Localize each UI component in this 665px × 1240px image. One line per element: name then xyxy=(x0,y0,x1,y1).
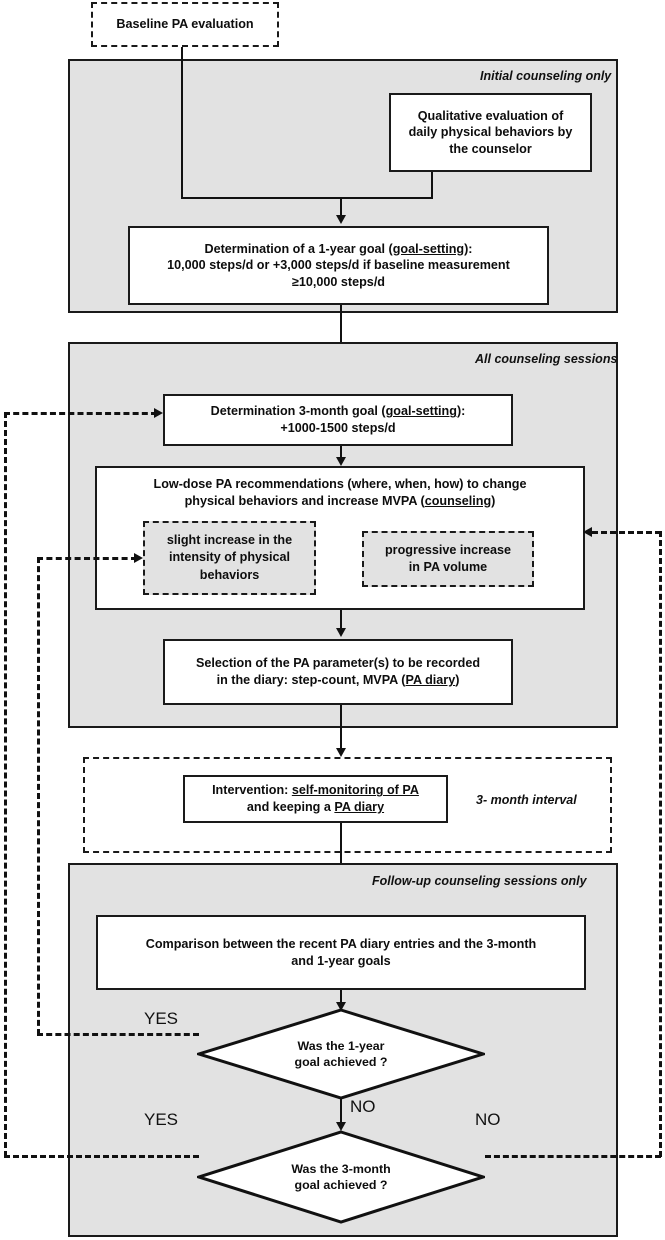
feedback-three-month-no-vertical xyxy=(659,531,662,1157)
baseline-pa-evaluation-box: Baseline PA evaluation xyxy=(91,2,279,47)
slight-intensity-increase-box: slight increase in the intensity of phys… xyxy=(143,521,316,595)
intensity-line-1: slight increase in the xyxy=(166,533,293,548)
panel-all-counseling-title: All counseling sessions xyxy=(475,352,618,366)
decision-one-year-line-1: Was the 1-year xyxy=(297,1038,385,1053)
connector-decision-1-no-to-decision-2 xyxy=(340,1098,342,1124)
decision-three-month-goal: Was the 3-month goal achieved ? xyxy=(197,1130,485,1224)
intervention-line-2: and keeping a PA diary xyxy=(246,800,385,814)
connector-baseline-down xyxy=(181,47,183,199)
one-year-goal-box: Determination of a 1-year goal (goal-set… xyxy=(128,226,549,305)
feedback-one-year-yes-vertical xyxy=(37,557,40,1035)
panel-followup-counseling-title: Follow-up counseling sessions only xyxy=(372,874,587,888)
progressive-pa-volume-box: progressive increase in PA volume xyxy=(362,531,534,587)
volume-line-1: progressive increase xyxy=(384,542,511,557)
decision-three-month-yes-label: YES xyxy=(144,1110,179,1129)
intervention-box: Intervention: self-monitoring of PA and … xyxy=(183,775,448,823)
recommendations-line-1: Low-dose PA recommendations (where, when… xyxy=(153,477,527,491)
qualitative-evaluation-box: Qualitative evaluation of daily physical… xyxy=(389,93,592,172)
pa-parameter-selection-box: Selection of the PA parameter(s) to be r… xyxy=(163,639,513,705)
qualitative-line-3: the counselor xyxy=(449,141,532,156)
selection-line-1: Selection of the PA parameter(s) to be r… xyxy=(195,656,481,671)
connector-merge-bus xyxy=(181,197,433,199)
feedback-one-year-yes-horizontal-out xyxy=(37,1033,199,1036)
panel-initial-counseling-title: Initial counseling only xyxy=(480,69,612,83)
connector-qualitative-down xyxy=(431,172,433,199)
arrowhead-to-decision-2 xyxy=(336,1122,346,1131)
feedback-three-month-no-horizontal-in xyxy=(592,531,661,534)
selection-line-2: in the diary: step-count, MVPA (PA diary… xyxy=(216,673,460,687)
intervention-line-1: Intervention: self-monitoring of PA xyxy=(212,783,419,798)
connector-bus-to-one-year-goal xyxy=(340,197,342,216)
feedback-three-month-yes-vertical xyxy=(4,412,7,1157)
intensity-line-3: behaviors xyxy=(199,567,260,582)
baseline-pa-evaluation-label: Baseline PA evaluation xyxy=(116,16,254,31)
one-year-goal-line-3: ≥10,000 steps/d xyxy=(291,274,386,289)
three-month-goal-line-2: +1000-1500 steps/d xyxy=(280,421,396,435)
connector-goal-to-recommendations xyxy=(340,446,342,459)
connector-comparison-to-decision-1 xyxy=(340,990,342,1006)
volume-line-2: in PA volume xyxy=(408,560,488,574)
one-year-goal-line-1: Determination of a 1-year goal (goal-set… xyxy=(204,241,473,256)
intensity-line-2: intensity of physical xyxy=(168,550,291,565)
arrowhead-feedback-to-intensity-box xyxy=(134,553,143,563)
arrowhead-to-one-year-goal xyxy=(336,215,346,224)
comparison-line-1: Comparison between the recent PA diary e… xyxy=(145,936,537,951)
decision-one-year-goal: Was the 1-year goal achieved ? xyxy=(197,1008,485,1100)
arrowhead-to-interval xyxy=(336,748,346,757)
decision-three-month-line-1: Was the 3-month xyxy=(291,1161,391,1176)
recommendations-line-2: physical behaviors and increase MVPA (co… xyxy=(184,493,496,508)
arrowhead-to-selection xyxy=(336,628,346,637)
three-month-goal-line-1: Determination 3-month goal (goal-setting… xyxy=(210,404,466,419)
qualitative-line-1: Qualitative evaluation of xyxy=(417,108,564,123)
comparison-line-2: and 1-year goals xyxy=(291,953,391,968)
feedback-one-year-yes-horizontal-in xyxy=(37,557,137,560)
arrowhead-to-recommendations xyxy=(336,457,346,466)
feedback-three-month-yes-horizontal-in xyxy=(4,412,157,415)
three-month-goal-box: Determination 3-month goal (goal-setting… xyxy=(163,394,513,446)
feedback-three-month-no-horizontal-out xyxy=(485,1155,661,1158)
decision-one-year-line-2: goal achieved ? xyxy=(294,1055,388,1069)
connector-selection-to-interval xyxy=(340,705,342,751)
qualitative-line-2: daily physical behaviors by xyxy=(408,125,573,140)
panel-three-month-interval-title: 3- month interval xyxy=(476,793,577,807)
arrowhead-feedback-to-recommendations-box xyxy=(583,527,592,537)
arrowhead-to-decision-1 xyxy=(336,1002,346,1011)
feedback-three-month-yes-horizontal-out xyxy=(4,1155,199,1158)
comparison-box: Comparison between the recent PA diary e… xyxy=(96,915,586,990)
decision-one-year-no-label: NO xyxy=(350,1097,376,1116)
decision-three-month-no-label: NO xyxy=(475,1110,501,1129)
one-year-goal-line-2: 10,000 steps/d or +3,000 steps/d if base… xyxy=(167,258,510,273)
arrowhead-feedback-to-three-month-goal xyxy=(154,408,163,418)
decision-one-year-yes-label: YES xyxy=(144,1009,179,1028)
decision-three-month-line-2: goal achieved ? xyxy=(294,1178,388,1192)
connector-recommendations-to-selection xyxy=(340,610,342,630)
